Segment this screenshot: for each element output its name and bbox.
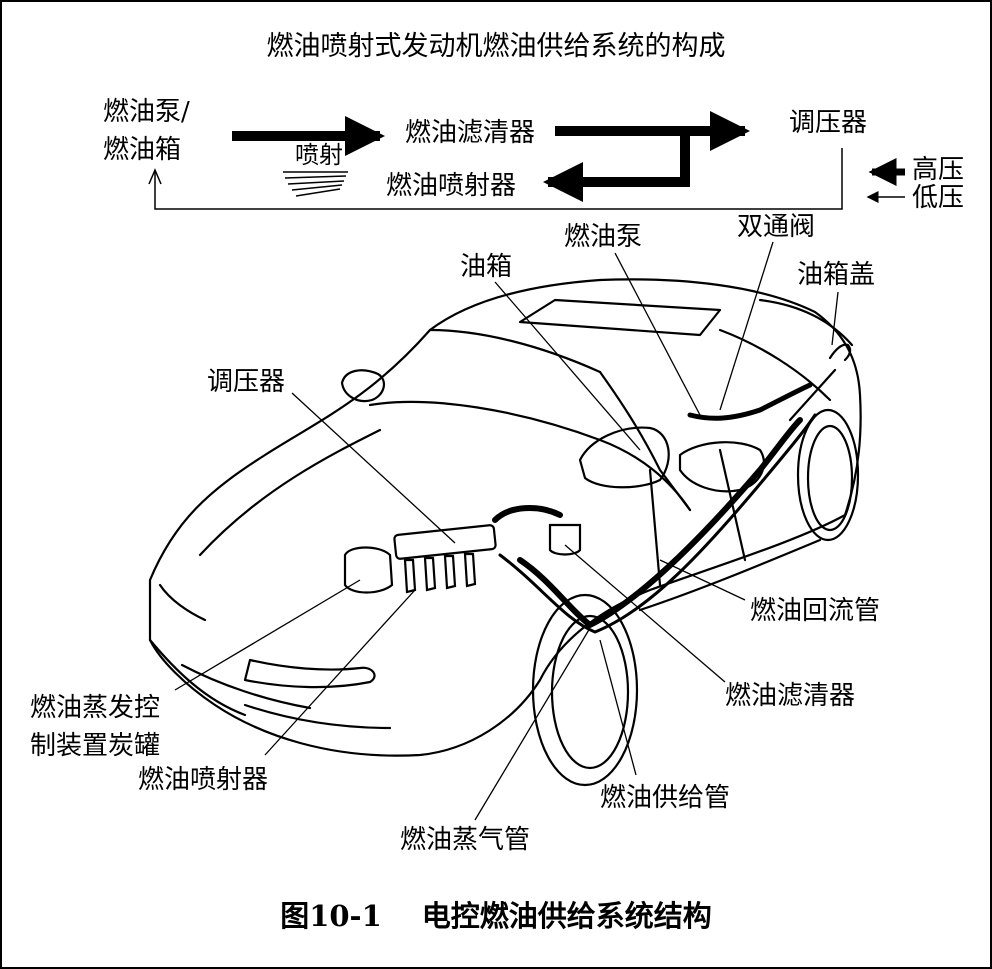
caption-number: 图10-1 — [280, 899, 382, 933]
leader-injector — [265, 590, 415, 755]
flow-injector: 燃油喷射器 — [386, 171, 516, 201]
leader-filter — [565, 545, 725, 682]
evap-canister-shape — [345, 548, 392, 593]
rear-wheel — [808, 426, 852, 530]
flow-tank-line2: 燃油箱 — [103, 135, 181, 165]
rear-window — [720, 330, 830, 400]
lower-grille — [245, 705, 390, 728]
tank-lines — [690, 385, 810, 418]
roof-sunroof — [520, 300, 720, 335]
fuel-rail — [394, 525, 496, 559]
windshield — [370, 330, 690, 510]
a-pillar — [600, 372, 690, 510]
label-evap-line2: 制装置炭罐 — [30, 731, 160, 761]
leader-supply-pipe — [600, 640, 636, 775]
leader-regulator — [292, 393, 455, 543]
label-evap-line1: 燃油蒸发控 — [30, 693, 160, 723]
spray-icon — [283, 172, 348, 196]
label-injector: 燃油喷射器 — [138, 765, 268, 795]
flow-regulator: 调压器 — [789, 108, 867, 138]
label-two-way-valve: 双通阀 — [737, 212, 815, 242]
leader-evap — [175, 580, 360, 690]
flow-tank-line1: 燃油泵/ — [103, 97, 190, 127]
label-fuel-pump: 燃油泵 — [564, 222, 642, 252]
flow-filter: 燃油滤清器 — [405, 118, 535, 148]
injector-2 — [425, 558, 435, 590]
leader-vapor-pipe — [475, 628, 590, 820]
headlight — [160, 585, 375, 687]
flow-spray: 喷射 — [295, 140, 343, 170]
legend-arrows — [868, 172, 905, 197]
leader-tank — [495, 282, 640, 450]
label-tank: 油箱 — [460, 252, 512, 282]
label-regulator: 调压器 — [207, 367, 285, 397]
front-wheel — [552, 616, 628, 768]
front-bumper — [150, 640, 310, 715]
arrow-to-injector — [548, 131, 685, 182]
injector-1 — [405, 560, 415, 592]
filter-body — [550, 525, 580, 555]
caption-text: 电控燃油供给系统结构 — [422, 899, 712, 933]
injector-4 — [465, 554, 475, 586]
legend-high-pressure: 高压 — [912, 155, 964, 185]
leader-tank-cap — [832, 292, 838, 345]
label-filter: 燃油滤清器 — [725, 681, 855, 711]
figure-caption: 图10-1 电控燃油供给系统结构 — [0, 898, 992, 934]
label-vapor-pipe: 燃油蒸气管 — [400, 825, 530, 855]
label-tank-cap: 油箱盖 — [797, 260, 875, 290]
leader-two-way-valve — [720, 242, 773, 410]
label-return-pipe: 燃油回流管 — [750, 596, 880, 626]
supply-pipe — [495, 420, 800, 625]
side-mirror — [342, 370, 384, 401]
label-supply-pipe: 燃油供给管 — [600, 783, 730, 813]
tank-cap-pipe — [790, 345, 850, 420]
diagram-title: 燃油喷射式发动机燃油供给系统的构成 — [0, 31, 992, 63]
injector-3 — [445, 556, 455, 588]
legend-low-pressure: 低压 — [912, 183, 964, 213]
